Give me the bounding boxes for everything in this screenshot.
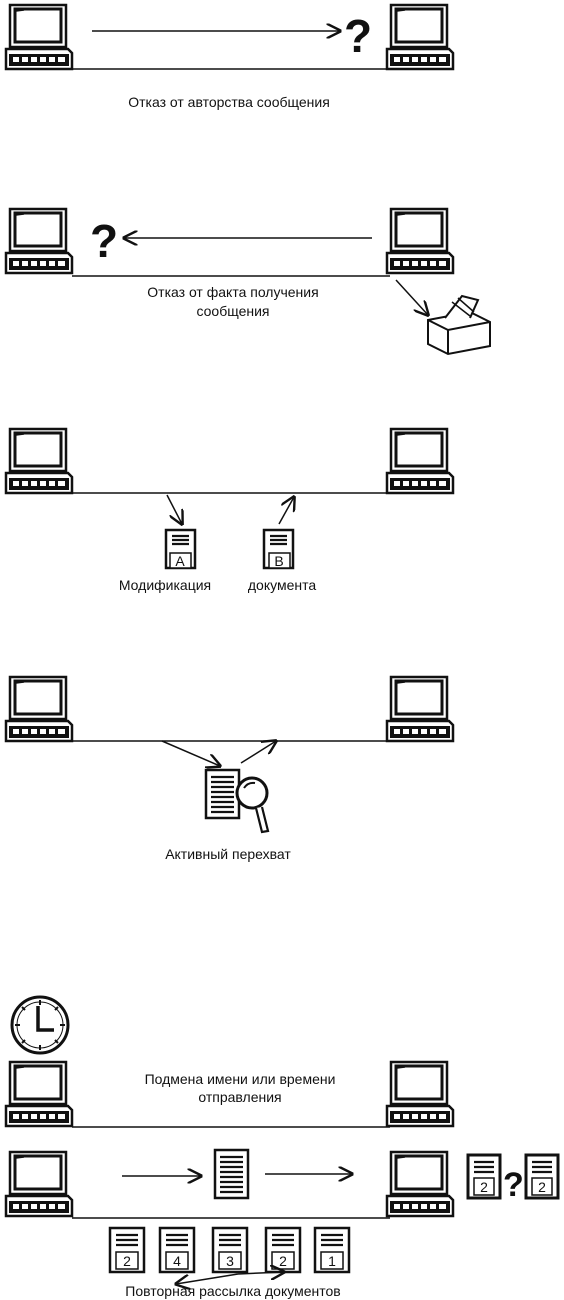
forward-arrow bbox=[241, 741, 276, 763]
panel-repudiation-of-authorship: ? Отказ от авторства сообщения bbox=[6, 5, 453, 110]
caption-part-2: документа bbox=[248, 577, 316, 593]
document-number: 4 bbox=[173, 1253, 181, 1269]
queued-document-icon: 3 bbox=[213, 1228, 247, 1272]
sender-computer-icon bbox=[6, 5, 72, 69]
intercept-arrow bbox=[167, 495, 182, 524]
reinject-arrow bbox=[279, 497, 294, 524]
document-icon bbox=[206, 770, 239, 818]
caption-part-1: Модификация bbox=[119, 577, 211, 593]
receiver-computer-icon bbox=[387, 429, 453, 493]
document-icon bbox=[215, 1150, 248, 1198]
panel-name-or-time-spoofing: Подмена имени или времени отправления bbox=[6, 997, 453, 1198]
queued-document-icon: 4 bbox=[160, 1228, 194, 1272]
document-number: 1 bbox=[328, 1253, 336, 1269]
document-number: 2 bbox=[123, 1253, 131, 1269]
caption-line-2: сообщения bbox=[196, 303, 269, 319]
receiver-computer-icon bbox=[387, 209, 453, 273]
queued-document-icon: 1 bbox=[315, 1228, 349, 1272]
receiver-computer-icon bbox=[387, 1062, 453, 1126]
document-label: B bbox=[274, 553, 283, 569]
question-mark-icon: ? bbox=[344, 10, 372, 62]
sender-computer-icon bbox=[6, 1062, 72, 1126]
magnifier-icon bbox=[237, 778, 268, 832]
caption-line-1: Отказ от факта получения bbox=[147, 284, 318, 300]
receiver-computer-icon bbox=[387, 1152, 453, 1216]
document-number: 3 bbox=[226, 1253, 234, 1269]
caption-line-1: Подмена имени или времени bbox=[145, 1071, 336, 1087]
panel-active-interception: Активный перехват bbox=[6, 677, 453, 862]
document-number: 2 bbox=[279, 1253, 287, 1269]
clock-icon bbox=[12, 997, 68, 1053]
receiver-computer-icon bbox=[387, 5, 453, 69]
intercept-arrow bbox=[162, 741, 220, 766]
caption-line-2: отправления bbox=[198, 1089, 281, 1105]
receiver-computer-icon bbox=[387, 677, 453, 741]
mailbox-icon bbox=[428, 296, 490, 354]
caption: Активный перехват bbox=[165, 846, 291, 862]
sender-computer-icon bbox=[6, 429, 72, 493]
document-label: A bbox=[175, 553, 185, 569]
panel-document-modification: A B Модификация документа bbox=[6, 429, 453, 593]
delivery-arrow bbox=[396, 280, 428, 315]
queued-document-icon: 2 bbox=[266, 1228, 300, 1272]
question-mark-icon: ? bbox=[503, 1166, 524, 1204]
document-number: 2 bbox=[480, 1179, 488, 1195]
sender-computer-icon bbox=[6, 677, 72, 741]
sender-computer-icon bbox=[6, 209, 72, 273]
sender-computer-icon bbox=[6, 1152, 72, 1216]
caption: Отказ от авторства сообщения bbox=[128, 94, 330, 110]
panel-repudiation-of-receipt: ? Отказ от факта получения сообщения bbox=[6, 209, 490, 354]
received-document-icon: 2 bbox=[526, 1155, 558, 1198]
caption: Повторная рассылка документов bbox=[125, 1283, 340, 1299]
question-mark-icon: ? bbox=[90, 215, 118, 267]
received-document-icon: 2 bbox=[468, 1155, 500, 1198]
queued-document-icon: 2 bbox=[110, 1228, 144, 1272]
document-number: 2 bbox=[538, 1179, 546, 1195]
